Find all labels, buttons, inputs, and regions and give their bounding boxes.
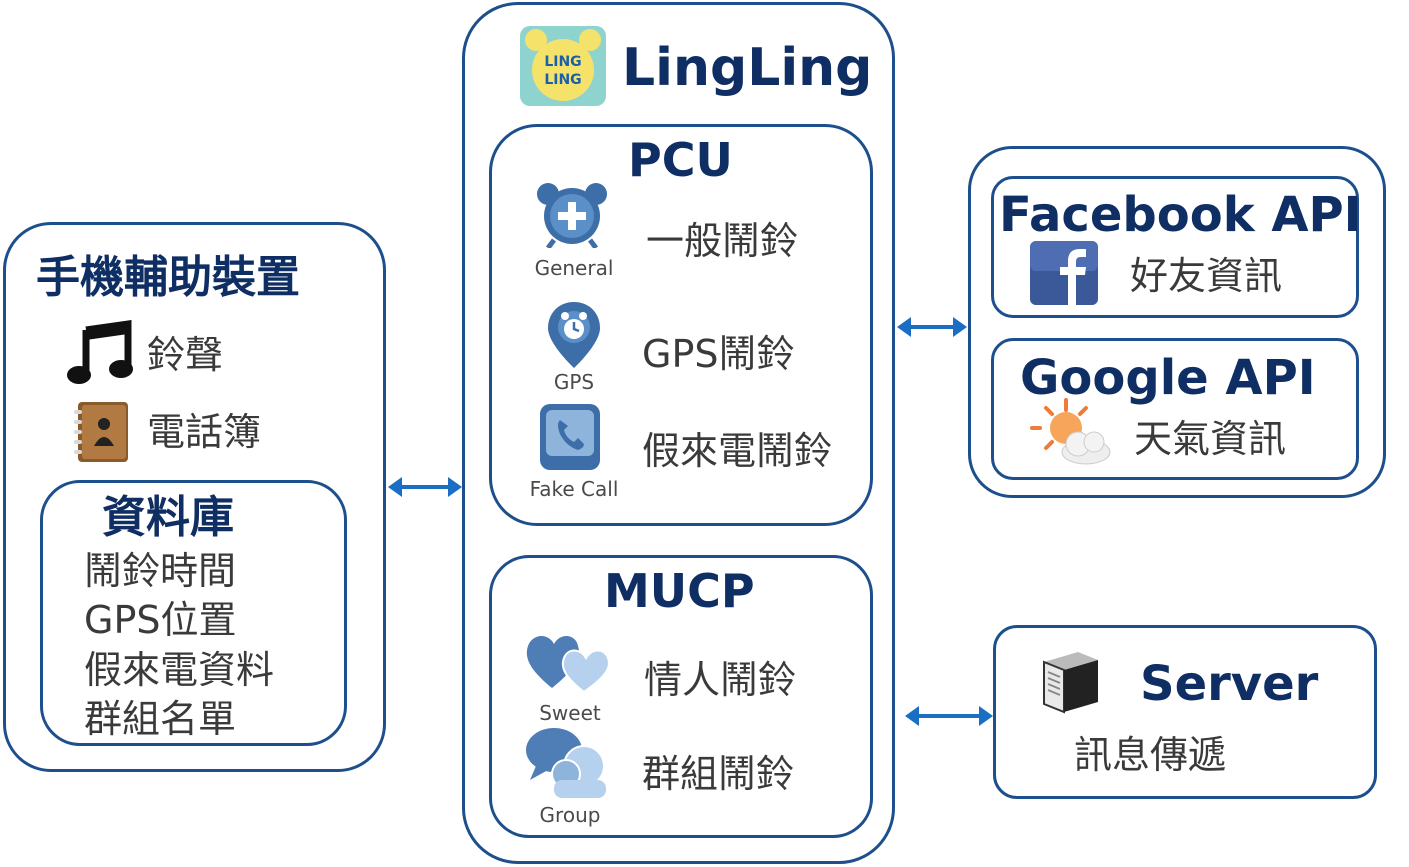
database-item: 鬧鈴時間 xyxy=(84,549,237,593)
group-chat-icon xyxy=(526,728,606,798)
fake-call-phone-icon xyxy=(540,404,600,470)
gps-icon-label: GPS xyxy=(553,370,595,394)
mucp-title: MUCP xyxy=(604,564,755,618)
sweet-icon-label: Sweet xyxy=(539,701,601,725)
google-api-title: Google API xyxy=(1020,350,1316,406)
app-server-arrow xyxy=(905,706,993,726)
music-note-icon xyxy=(67,320,133,384)
svg-text:LING: LING xyxy=(544,72,581,88)
general-icon-label: General xyxy=(534,256,614,280)
gps-pin-icon xyxy=(548,302,600,368)
phonebook-label: 電話簿 xyxy=(147,410,262,454)
server-message-label: 訊息傳遞 xyxy=(1074,733,1227,777)
facebook-api-title: Facebook API xyxy=(999,187,1362,243)
database-item: 假來電資料 xyxy=(84,648,275,692)
database-item: 群組名單 xyxy=(84,697,237,741)
sweet-alarm-label: 情人鬧鈴 xyxy=(644,658,797,702)
ringtone-label: 鈴聲 xyxy=(147,333,224,377)
pcu-title: PCU xyxy=(628,133,733,187)
mucp-box xyxy=(489,555,873,838)
app-title: LingLing xyxy=(622,38,873,98)
fake-call-alarm-label: 假來電鬧鈴 xyxy=(642,429,833,473)
server-box xyxy=(993,625,1377,799)
facebook-friends-label: 好友資訊 xyxy=(1130,254,1283,298)
device-title: 手機輔助裝置 xyxy=(36,252,300,303)
gps-alarm-label: GPS鬧鈴 xyxy=(642,332,795,376)
database-item: GPS位置 xyxy=(84,598,237,642)
device-app-arrow xyxy=(388,477,462,497)
server-title: Server xyxy=(1140,656,1319,712)
lingling-logo-icon: LING LING xyxy=(520,26,606,106)
weather-sun-cloud-icon xyxy=(1030,398,1111,465)
google-weather-label: 天氣資訊 xyxy=(1134,417,1287,461)
database-title: 資料庫 xyxy=(102,492,234,543)
contacts-book-icon xyxy=(74,402,128,462)
group-alarm-label: 群組鬧鈴 xyxy=(642,752,795,796)
alarm-clock-add-icon xyxy=(537,183,607,248)
app-api-arrow xyxy=(897,317,967,337)
svg-text:LING: LING xyxy=(544,54,581,70)
group-icon-label: Group xyxy=(539,803,601,827)
database-box xyxy=(40,480,347,746)
general-alarm-label: 一般鬧鈴 xyxy=(646,219,799,263)
hearts-icon xyxy=(526,635,610,694)
facebook-icon xyxy=(1030,241,1098,305)
server-icon xyxy=(1043,652,1098,714)
fake-call-icon-label: Fake Call xyxy=(529,477,619,501)
google-api-box xyxy=(991,338,1359,480)
